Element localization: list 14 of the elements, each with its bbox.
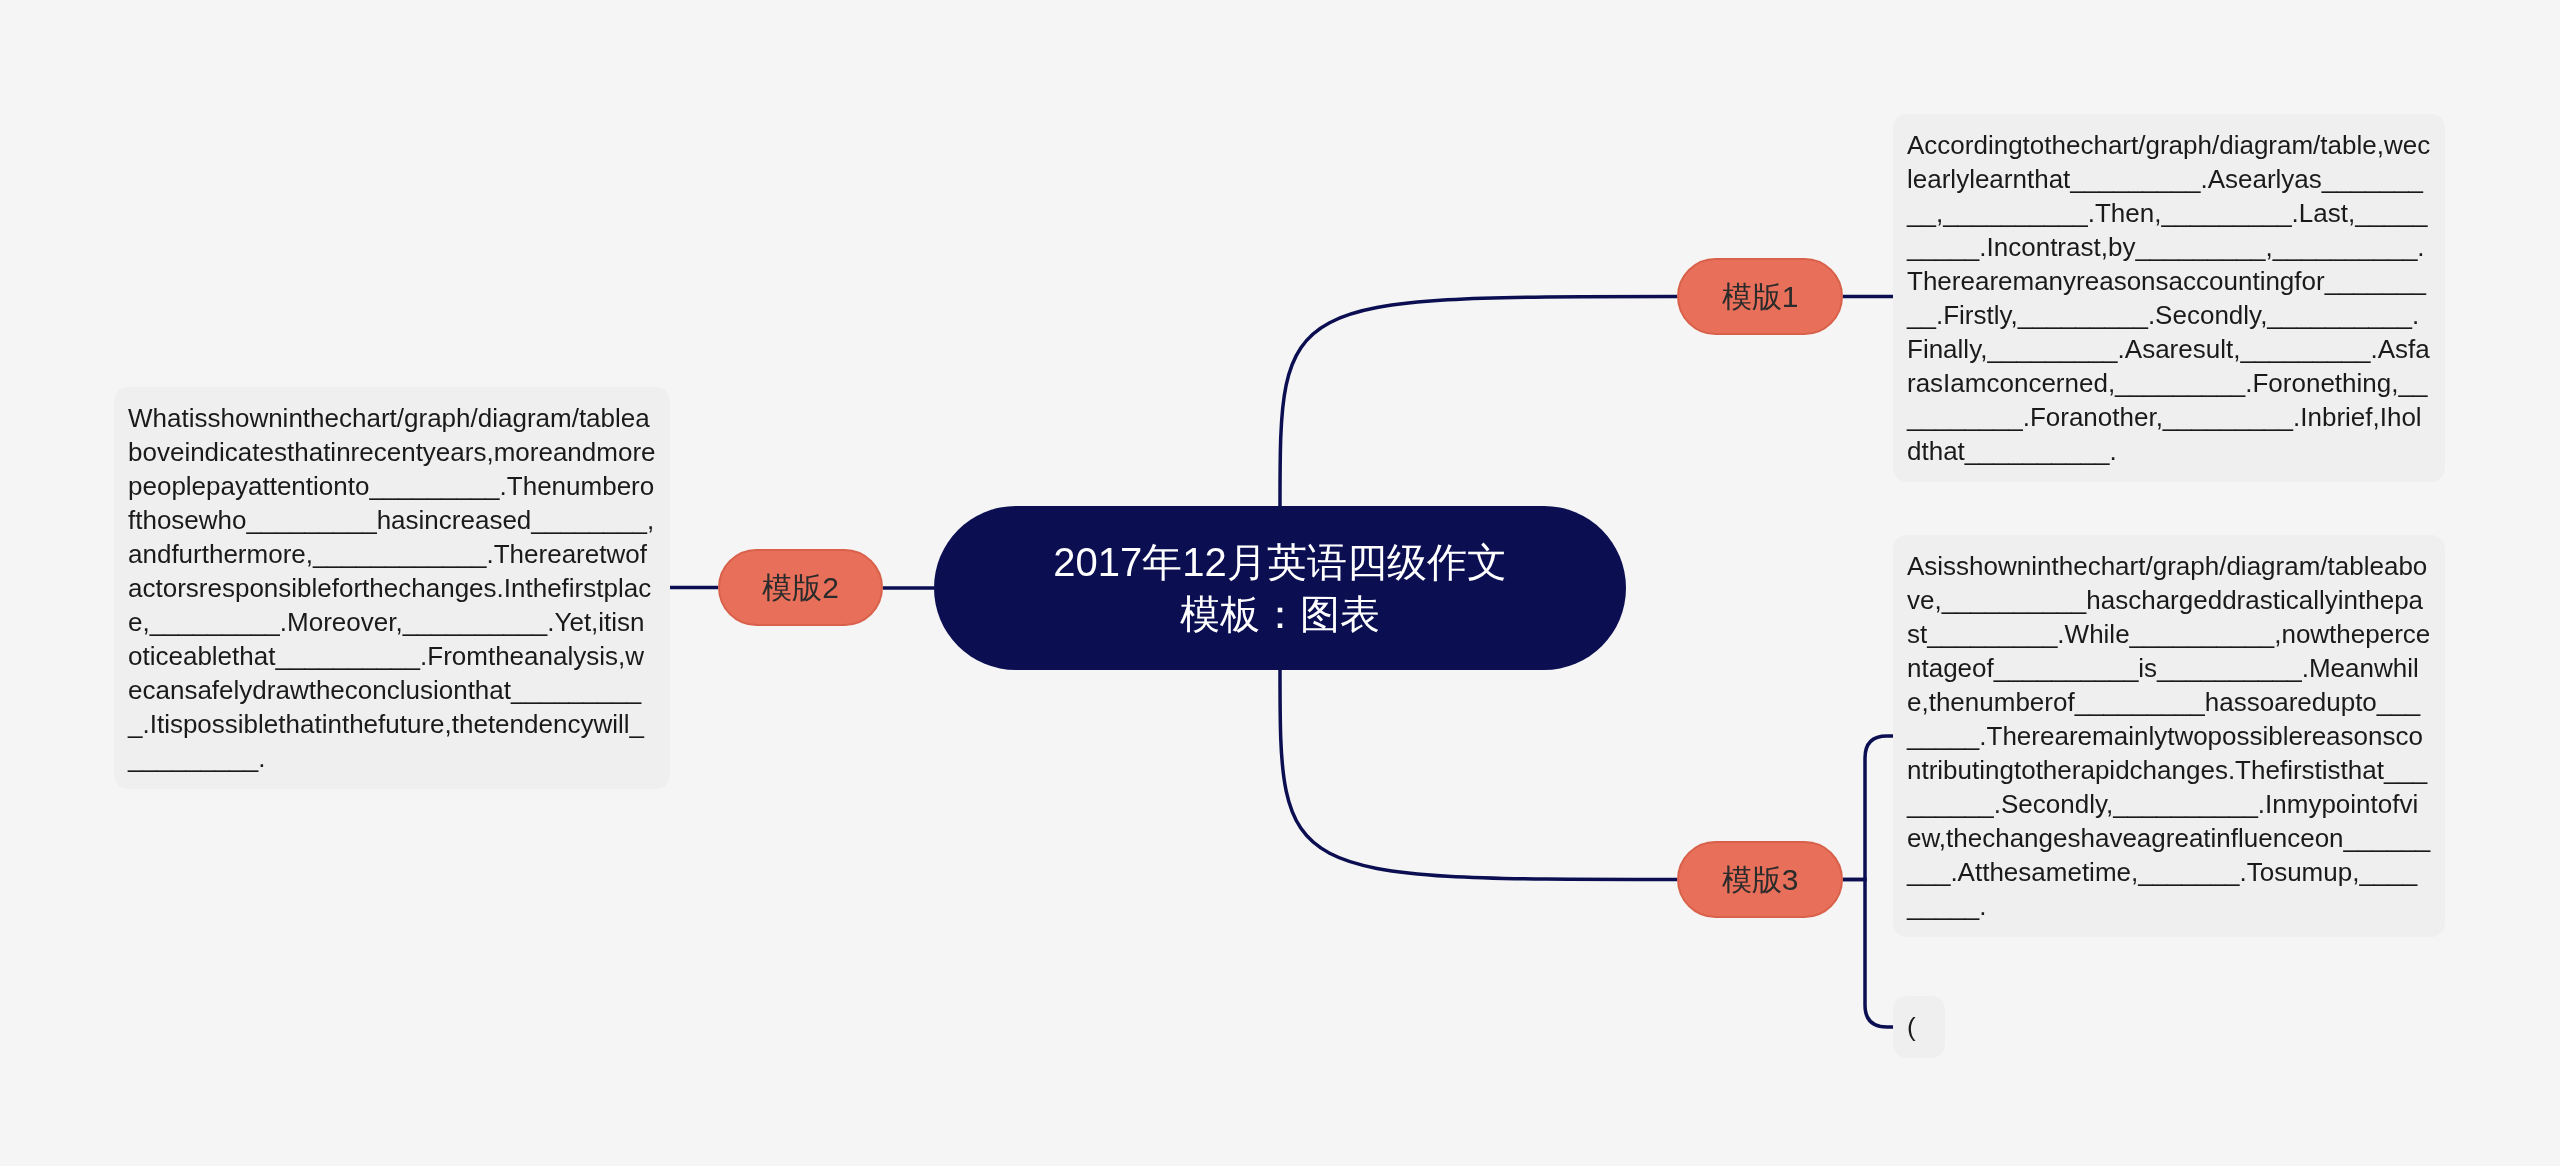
connector-line [1278, 670, 1677, 882]
connector-line [1843, 294, 1893, 299]
template-text: ( [1907, 1011, 1917, 1044]
connector-line [1278, 294, 1677, 506]
text-card [1893, 996, 1945, 1058]
template-text: Asisshowninthechart/graph/diagram/tableabove,__________haschargeddrasticallyinthepast_________.While__________,nowthepercentageof__________is__________.Meanwhile,thenumberof_________hassoaredupto________.Therearemainlytwopossiblereasonscontributingtotherapidchanges.Thefirstisthat_________.Secondly,__________.Inmypointofview,thechangeshaveagreatinfluenceon_________.Atthesametime,_______.Tosumup,_________. [1907, 550, 2431, 923]
topic-label: 模版2 [762, 570, 839, 606]
template-text: Accordingtothechart/graph/diagram/table,weclearlylearnthat_________.Asearlyas_________,__________.Then,_________.Last,__________.Incontrast,by_________,__________.Therearemanyreasonsaccountingfor_________.Firstly,_________.Secondly,__________.Finally,_________.Asaresult,_________.AsfarasIamconcerned,_________.Foronething,__________.Foranother,_________.Inbrief,Iholdthat__________. [1907, 129, 2431, 468]
connector-line [670, 585, 718, 590]
topic-title: 2017年12月英语四级作文模板：图表 [1052, 539, 1508, 638]
connector-line [883, 586, 934, 590]
topic-label: 模版1 [1721, 279, 1799, 315]
template-text: Whatisshowninthechart/graph/diagram/tableaboveindicatesthatinrecentyears,moreandmorepeoplepayattentionto_________.Thenumberofthosewho_________hasincreased________,andfurthermore,____________.Therearetwofactorsresponsibleforthechanges.Inthefirstplace,_________.Moreover,__________.Yet,itisnoticeablethat__________.Fromtheanalysis,wecansafelydrawtheconclusionthat__________.Itispossiblethatinthefuture,thetendencywill__________. [128, 402, 656, 775]
topic-label: 模版3 [1721, 862, 1799, 898]
